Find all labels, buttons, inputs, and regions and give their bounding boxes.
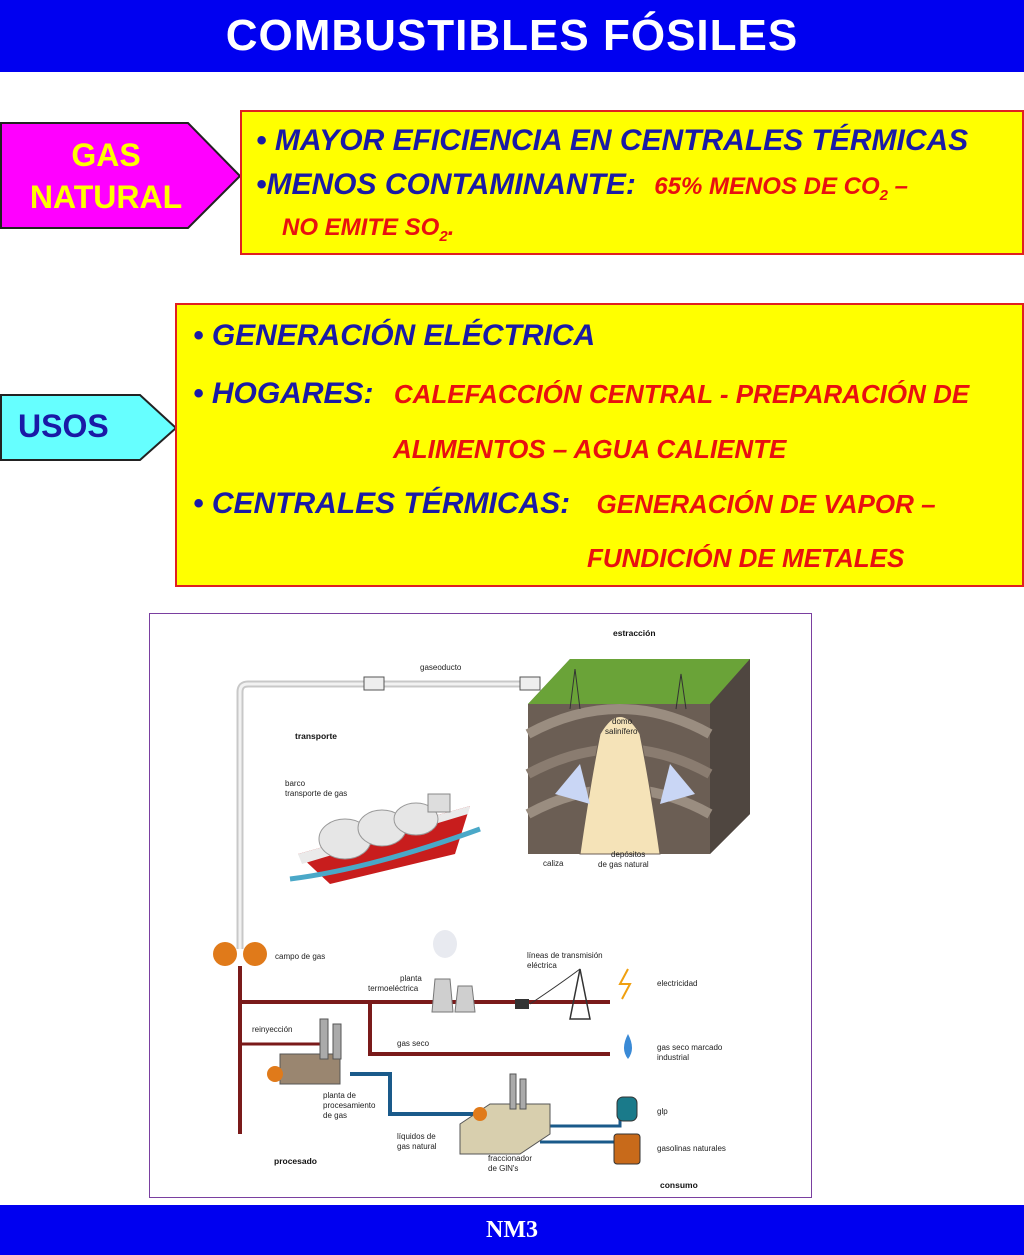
- label-glp: glp: [657, 1107, 668, 1116]
- label-fraccionador1: fraccionador: [488, 1154, 532, 1163]
- co2-subscript: 2: [879, 186, 888, 204]
- so2-detail: NO EMITE SO2.: [282, 214, 454, 245]
- usos-arrow-shape: [0, 394, 178, 461]
- hogares-detail-b: ALIMENTOS – AGUA CALIENTE: [393, 434, 787, 464]
- label-liquidos2: gas natural: [397, 1142, 437, 1151]
- label-electricidad: electricidad: [657, 979, 697, 988]
- label-planta-termo1: planta: [400, 974, 422, 983]
- label-gas-seco: gas seco: [397, 1039, 430, 1048]
- co2-text: 65% MENOS DE CO: [654, 173, 880, 200]
- label-depositos1: depósitos: [611, 850, 645, 859]
- title-bar: COMBUSTIBLES FÓSILES: [0, 0, 1024, 72]
- so2-subscript: 2: [439, 227, 448, 245]
- footer-label: NM3: [486, 1217, 538, 1243]
- label-extraccion: estracción: [613, 628, 656, 638]
- label-planta-termo2: termoeléctrica: [368, 984, 419, 993]
- fractionator: [459, 1073, 551, 1155]
- so2-end: .: [447, 214, 455, 241]
- so2-text: NO EMITE SO: [282, 214, 440, 241]
- label-lineas2: eléctrica: [527, 961, 557, 970]
- label-gas-marcado1: gas seco marcado: [657, 1043, 723, 1052]
- label-gas-marcado2: industrial: [657, 1053, 689, 1062]
- label-domo2: salinífero: [605, 727, 638, 736]
- usos-box: • GENERACIÓN ELÉCTRICA • HOGARES: CALEFA…: [175, 303, 1024, 587]
- label-gaseoducto: gaseoducto: [420, 663, 462, 672]
- label-procesado: procesado: [274, 1156, 317, 1166]
- co2-detail: 65% MENOS DE CO2 –: [654, 173, 909, 204]
- label-gasolinas: gasolinas naturales: [657, 1144, 726, 1153]
- label-fraccionador2: de GlN's: [488, 1164, 518, 1173]
- efficiency-bullet: • MAYOR EFICIENCIA EN CENTRALES TÉRMICAS: [256, 124, 969, 157]
- uso-hogares: • HOGARES: CALEFACCIÓN CENTRAL - PREPARA…: [193, 377, 969, 411]
- label-consumo: consumo: [660, 1180, 698, 1190]
- thermo-plant: [431, 930, 632, 1020]
- page-title: COMBUSTIBLES FÓSILES: [225, 11, 799, 60]
- label-reinyeccion: reinyección: [252, 1025, 292, 1034]
- usos-label: USOS: [18, 408, 109, 444]
- extraction-block: [525, 659, 750, 855]
- gas-field-tanks: [213, 942, 267, 966]
- centrales-lead: • CENTRALES TÉRMICAS:: [193, 487, 571, 520]
- label-planta-proc2: procesamiento: [323, 1101, 376, 1110]
- gas-chain-diagram: estracción gaseoducto transporte domo sa…: [149, 613, 812, 1198]
- hogares-detail-a: CALEFACCIÓN CENTRAL - PREPARACIÓN DE: [393, 379, 970, 409]
- centrales-detail-b: FUNDICIÓN DE METALES: [587, 543, 905, 573]
- centrales-detail-a: GENERACIÓN DE VAPOR –: [596, 489, 936, 519]
- consumo-icons: [613, 1034, 641, 1165]
- footer-bar: NM3: [0, 1205, 1024, 1255]
- label-depositos2: de gas natural: [598, 860, 649, 869]
- uso-centrales-termicas: • CENTRALES TÉRMICAS: GENERACIÓN DE VAPO…: [193, 487, 936, 521]
- pollution-bullet: •MENOS CONTAMINANTE: 65% MENOS DE CO2 –: [256, 168, 908, 204]
- gas-natural-label-line2: NATURAL: [29, 179, 183, 215]
- label-barco1: barco: [285, 779, 306, 788]
- uso-generacion-electrica: • GENERACIÓN ELÉCTRICA: [193, 319, 596, 352]
- gas-natural-box: • MAYOR EFICIENCIA EN CENTRALES TÉRMICAS…: [240, 110, 1024, 255]
- label-campo: campo de gas: [275, 952, 325, 961]
- pollution-lead: •MENOS CONTAMINANTE:: [256, 168, 636, 201]
- lng-ship: [289, 793, 481, 884]
- gas-natural-label: GAS NATURAL: [0, 134, 212, 218]
- co2-dash: –: [888, 173, 909, 200]
- usos-arrow: USOS: [0, 394, 180, 462]
- label-caliza: caliza: [543, 859, 564, 868]
- label-lineas1: líneas de transmisión: [527, 951, 603, 960]
- pipeline: [236, 676, 541, 949]
- processing-plant: [267, 1018, 342, 1085]
- label-domo1: domo: [612, 717, 633, 726]
- diagram-illustration: estracción gaseoducto transporte domo sa…: [213, 628, 750, 1190]
- label-planta-proc1: planta de: [323, 1091, 356, 1100]
- hogares-lead: • HOGARES:: [193, 377, 374, 410]
- label-planta-proc3: de gas: [323, 1111, 347, 1120]
- gas-natural-label-line1: GAS: [71, 137, 141, 173]
- label-liquidos1: líquidos de: [397, 1132, 436, 1141]
- label-transporte: transporte: [295, 731, 337, 741]
- gas-natural-arrow-shape: [0, 122, 242, 229]
- gas-natural-arrow: GAS NATURAL: [0, 122, 242, 230]
- label-barco2: transporte de gas: [285, 789, 347, 798]
